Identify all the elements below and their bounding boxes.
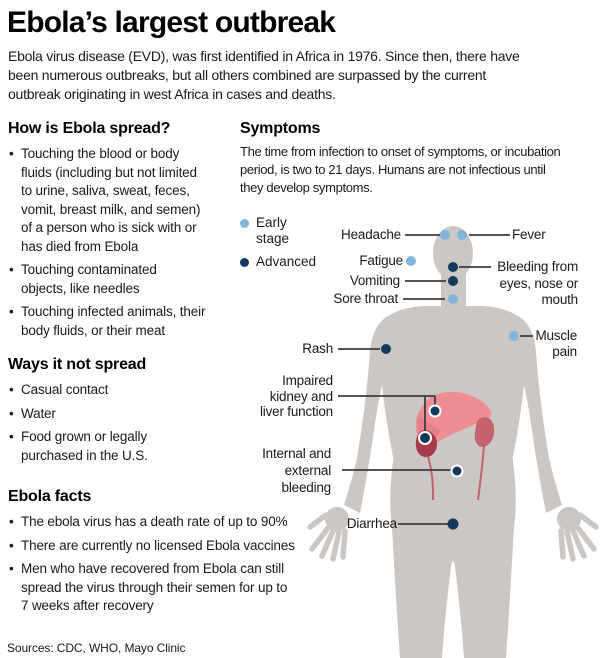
legend-label: Advanced: [256, 254, 317, 269]
rash-dot: [381, 344, 391, 354]
liver-dot: [428, 404, 442, 418]
internal-bleeding-dot: [450, 464, 464, 478]
sources-credit: Sources: CDC, WHO, Mayo Clinic: [7, 641, 186, 655]
list-item: Touching the blood or body fluids (inclu…: [8, 145, 243, 256]
diarrhea-dot: [447, 518, 459, 530]
list-item: There are currently no licensed Ebola va…: [8, 537, 376, 556]
ebola-facts-heading: Ebola facts: [8, 488, 92, 505]
label-fatigue: Fatigue: [359, 253, 403, 268]
label-fever: Fever: [512, 227, 546, 242]
list-item: Men who have recovered from Ebola can st…: [8, 560, 376, 616]
page-title: Ebola’s largest outbreak: [7, 6, 336, 39]
fever-dot: [457, 230, 467, 240]
label-vomiting: Vomiting: [349, 273, 400, 288]
list-item: Touching infected animals, their body fl…: [8, 303, 243, 340]
muscle-pain-dot: [509, 331, 519, 341]
list-item: The ebola virus has a death rate of up t…: [8, 513, 376, 532]
torso-shape: [378, 306, 528, 486]
legend-item-advanced: Advanced: [240, 254, 316, 270]
list-item: Water: [8, 405, 243, 424]
legs-shape: [390, 455, 516, 658]
bleeding-dot: [448, 262, 458, 272]
sore-throat-dot: [448, 294, 458, 304]
list-item: Touching contaminated objects, like need…: [8, 261, 243, 298]
headache-dot: [440, 230, 450, 240]
legend: Early stage Advanced: [240, 215, 316, 277]
ureter-lines: [427, 445, 485, 501]
list-item: Food grown or legally purchased in the U…: [8, 428, 243, 465]
early-stage-dot-icon: [240, 219, 249, 228]
how-spread-list: Touching the blood or body fluids (inclu…: [8, 145, 243, 340]
label-bleeding: Bleeding from eyes, nose or mouth: [497, 259, 578, 307]
label-sore-throat: Sore throat: [333, 291, 398, 306]
legend-label: Early stage: [256, 215, 290, 246]
symptoms-heading: Symptoms: [240, 120, 321, 137]
how-spread-heading: How is Ebola spread?: [8, 120, 171, 137]
label-muscle-pain: Muscle pain: [535, 328, 577, 359]
liver-shape: [415, 391, 492, 446]
fatigue-dot: [406, 256, 416, 266]
gallbladder-shape: [415, 430, 437, 458]
label-diarrhea: Diarrhea: [346, 516, 397, 531]
left-arm-shape: [344, 316, 393, 513]
symptoms-paragraph: The time from infection to onset of symp…: [240, 144, 561, 195]
label-impaired-kidney-liver: Impaired kidney and liver function: [260, 373, 333, 419]
label-internal-external-bleeding: Internal and external bleeding: [262, 446, 331, 495]
section-ebola-facts: Ebola facts The ebola virus has a death …: [8, 488, 376, 621]
section-not-spread: Ways it not spread Casual contact Water …: [8, 356, 243, 470]
advanced-stage-dot-icon: [240, 258, 249, 267]
list-item: Casual contact: [8, 381, 243, 400]
liver-lobe-shade: [417, 414, 441, 446]
intro-paragraph: Ebola virus disease (EVD), was first ide…: [8, 48, 520, 102]
vomiting-dot: [448, 276, 458, 286]
section-how-spread: How is Ebola spread? Touching the blood …: [8, 120, 243, 345]
right-palm-shape: [557, 507, 581, 531]
label-rash: Rash: [302, 341, 333, 356]
label-headache: Headache: [341, 227, 401, 242]
not-spread-heading: Ways it not spread: [8, 356, 147, 373]
ebola-facts-list: The ebola virus has a death rate of up t…: [8, 513, 376, 616]
kidney-shape: [474, 417, 495, 447]
head-shape: [433, 226, 473, 280]
kidney-function-dot: [418, 431, 432, 445]
legend-item-early: Early stage: [240, 215, 316, 247]
not-spread-list: Casual contact Water Food grown or legal…: [8, 381, 243, 465]
neck-shape: [441, 270, 466, 312]
